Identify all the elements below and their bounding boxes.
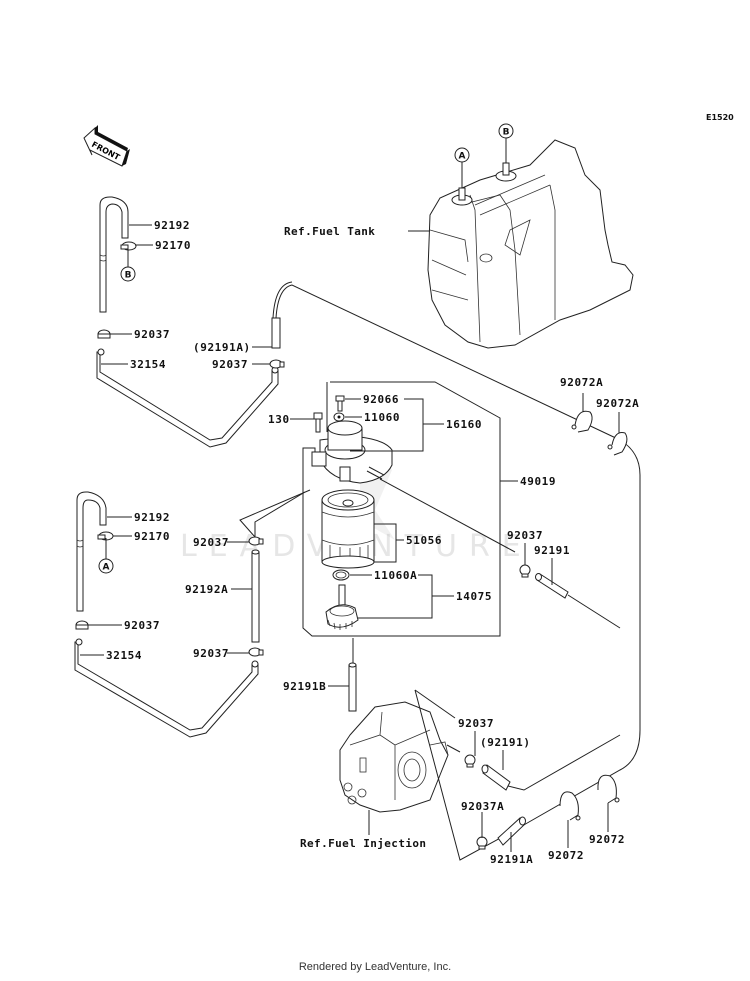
callout-92072A-1[interactable]: 92072A [560, 376, 603, 389]
pipe-32154-upper[interactable] [96, 348, 279, 448]
hose-92191A-long[interactable] [272, 281, 641, 831]
fuel-tank[interactable] [427, 139, 634, 349]
ref-fuel-tank-label[interactable]: Ref.Fuel Tank [284, 225, 375, 238]
callout-92191-paren[interactable]: (92191) [480, 736, 531, 749]
footer-credit: Rendered by LeadVenture, Inc. [298, 961, 452, 973]
callout-92192-upper[interactable]: 92192 [154, 219, 190, 232]
callout-92037-mid-right[interactable]: 92037 [507, 529, 543, 542]
hose-92191B[interactable] [348, 662, 357, 712]
part-callouts: 92192 92170 92037 32154 (92191A) 92037 9… [124, 219, 639, 866]
callout-11060[interactable]: 11060 [364, 411, 400, 424]
callout-14075[interactable]: 14075 [456, 590, 492, 603]
clamp-92037-pump[interactable] [464, 754, 476, 768]
callout-49019[interactable]: 49019 [520, 475, 556, 488]
fuel-injection-pump[interactable] [339, 701, 449, 813]
front-arrow-icon: FRONT [83, 125, 130, 167]
callout-32154-upper[interactable]: 32154 [130, 358, 166, 371]
callout-32154-lower[interactable]: 32154 [106, 649, 142, 662]
connector-b-hose: B [120, 266, 136, 282]
callout-92072A-2[interactable]: 92072A [596, 397, 639, 410]
fuel-filter-51056[interactable] [321, 489, 375, 569]
breather-hose-92192-upper[interactable] [99, 196, 129, 313]
clamp-92170-upper[interactable] [120, 241, 137, 251]
clamp-92037-lower-middle[interactable] [248, 647, 264, 657]
callout-92192-lower[interactable]: 92192 [134, 511, 170, 524]
callout-92072-1[interactable]: 92072 [548, 849, 584, 862]
callout-130[interactable]: 130 [268, 413, 290, 426]
svg-text:A: A [459, 152, 466, 162]
hose-92191-pump[interactable] [481, 764, 511, 791]
callout-92037A[interactable]: 92037A [461, 800, 504, 813]
filter-head-16160[interactable] [311, 420, 393, 484]
bolt-130[interactable] [313, 412, 323, 433]
callout-92170-lower[interactable]: 92170 [134, 530, 170, 543]
clamp-92072A-2[interactable] [607, 432, 628, 456]
callout-92066[interactable]: 92066 [363, 393, 399, 406]
callout-92037-upper-middle[interactable]: 92037 [193, 536, 229, 549]
callout-92170-upper[interactable]: 92170 [155, 239, 191, 252]
bolt-92066[interactable] [335, 395, 345, 412]
clamp-92037A[interactable] [476, 836, 488, 850]
sediment-bowl-14075[interactable] [325, 584, 359, 630]
callout-92192A[interactable]: 92192A [185, 583, 228, 596]
connector-b-tank: B [498, 123, 514, 163]
callout-11060A[interactable]: 11060A [374, 569, 417, 582]
clamp-92072-1[interactable] [559, 791, 581, 821]
clamp-92037-mid-right[interactable] [519, 564, 531, 578]
clamp-92037-right-upper[interactable] [269, 359, 285, 369]
svg-text:B: B [125, 271, 132, 281]
callout-92191A[interactable]: 92191A [490, 853, 533, 866]
svg-text:B: B [503, 128, 510, 138]
callout-92037-lower-middle[interactable]: 92037 [193, 647, 229, 660]
callout-92037-lower-left[interactable]: 92037 [124, 619, 160, 632]
clamp-92072A-1[interactable] [571, 410, 593, 433]
callout-92191B[interactable]: 92191B [283, 680, 326, 693]
pipe-32154-lower[interactable] [74, 638, 259, 738]
ref-fuel-injection-label[interactable]: Ref.Fuel Injection [300, 837, 426, 850]
diagram-code: E1520 [706, 113, 734, 122]
callout-92191A-paren[interactable]: (92191A) [193, 341, 251, 354]
clamp-92072-2[interactable] [597, 774, 620, 804]
hose-92192A[interactable] [251, 549, 260, 643]
hose-92191[interactable] [535, 573, 569, 599]
leader-lines [80, 224, 620, 852]
hose-92191A-end[interactable] [271, 317, 281, 349]
callout-92072-2[interactable]: 92072 [589, 833, 625, 846]
hose-92191A-short[interactable] [497, 816, 526, 846]
clamp-92037-lower-left[interactable] [75, 620, 89, 630]
callout-92037-pump[interactable]: 92037 [458, 717, 494, 730]
callout-92191[interactable]: 92191 [534, 544, 570, 557]
clamp-92037-upper-left[interactable] [97, 329, 111, 339]
breather-hose-92192-lower[interactable] [76, 491, 107, 612]
o-ring-11060A[interactable] [332, 569, 350, 581]
callout-51056[interactable]: 51056 [406, 534, 442, 547]
svg-text:A: A [103, 563, 110, 573]
washer-11060[interactable] [333, 412, 345, 422]
connector-a-hose: A [98, 558, 114, 574]
callout-92037-upper-left[interactable]: 92037 [134, 328, 170, 341]
callout-92037-right-upper[interactable]: 92037 [212, 358, 248, 371]
connector-a-tank: A [454, 147, 470, 188]
callout-16160[interactable]: 16160 [446, 418, 482, 431]
